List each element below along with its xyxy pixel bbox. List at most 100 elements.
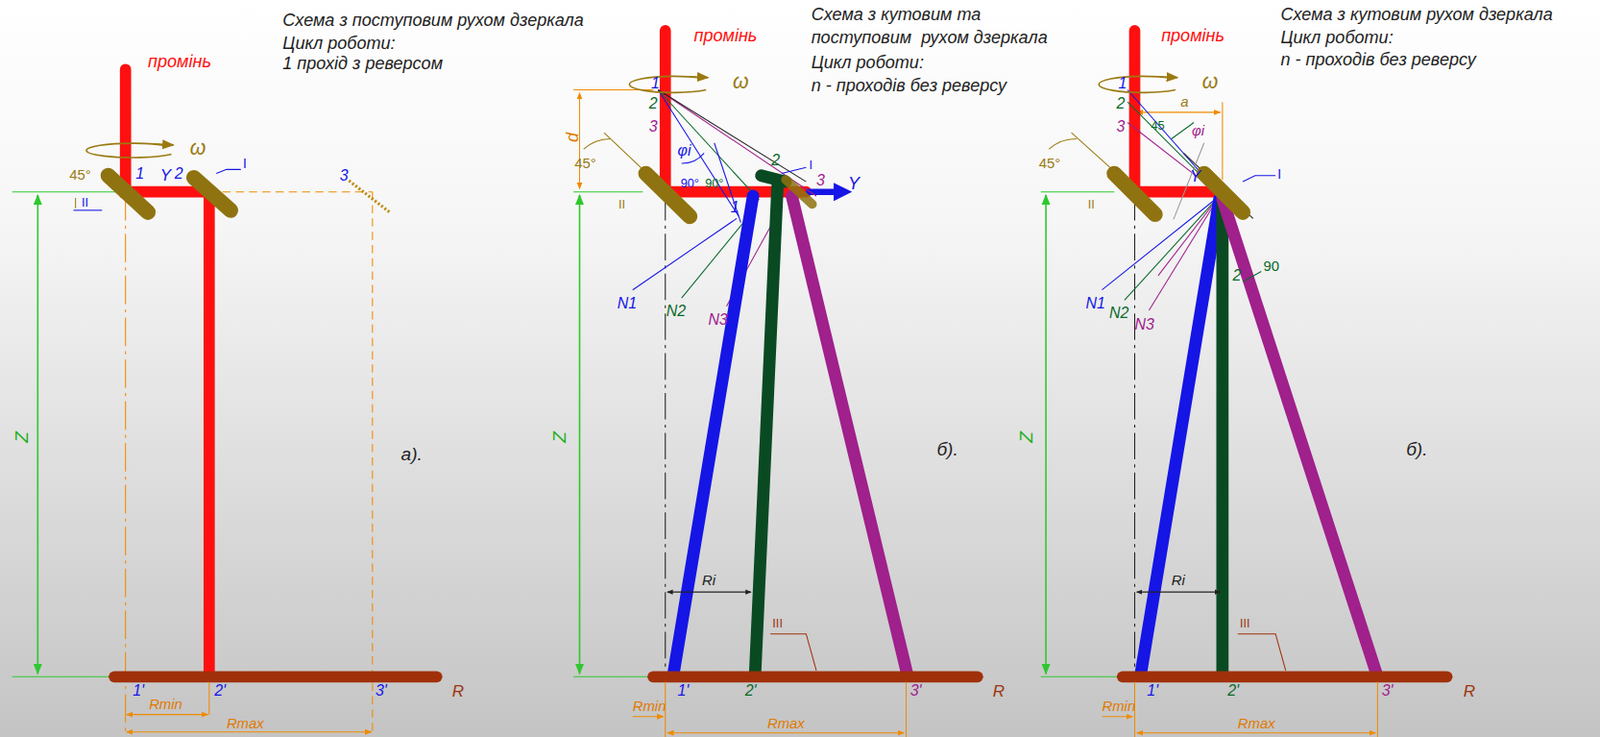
line-shape <box>37 194 40 674</box>
line-shape <box>1137 591 1221 593</box>
line-shape <box>1044 194 1047 674</box>
position-number: 2 <box>649 96 658 112</box>
line-shape <box>604 132 643 170</box>
line-shape <box>124 192 126 735</box>
line-shape <box>1071 132 1114 170</box>
angle-label: 45 <box>1151 119 1165 132</box>
line-shape <box>208 681 210 715</box>
line-shape <box>126 713 209 715</box>
dimension-label: Ri <box>702 572 716 587</box>
normal-label: N2 <box>666 303 686 319</box>
heading-text: n - проходів без реверсу <box>1280 50 1476 69</box>
line-shape <box>1041 191 1116 193</box>
line-shape <box>1134 193 1136 677</box>
normal-label: N1 <box>1086 295 1106 312</box>
line-shape <box>664 193 666 677</box>
line-shape <box>1221 101 1223 180</box>
polyline-shape <box>216 169 242 173</box>
axis-label: R <box>1463 682 1476 700</box>
line-shape <box>653 670 978 682</box>
heading-text: Схема з кутовим рухом дзеркала <box>1280 5 1552 24</box>
normal-label: N1 <box>617 295 637 312</box>
axis-label: Y <box>848 174 860 193</box>
polyline-shape <box>770 633 817 671</box>
position-number: 3 <box>1115 119 1125 135</box>
path-shape <box>1159 76 1178 78</box>
position-number: 1' <box>132 682 145 699</box>
angle-label: φi <box>678 143 692 159</box>
position-number: 3 <box>339 168 349 184</box>
path-shape <box>629 75 706 93</box>
position-number: 2' <box>745 682 757 699</box>
axis-label: Y <box>1189 167 1201 184</box>
polyline-shape <box>1242 175 1276 182</box>
line-shape <box>114 670 437 682</box>
line-shape <box>1216 198 1230 674</box>
dimension-label: Ri <box>1171 572 1186 587</box>
position-number: 2 <box>1115 96 1125 112</box>
dimension-label: Rmax <box>767 716 805 731</box>
angle-label: 45° <box>574 156 596 171</box>
position-number: 3 <box>816 172 825 189</box>
heading-text: n - проходів без реверсу <box>811 76 1007 95</box>
path-shape <box>1098 75 1176 93</box>
panel-label: б). <box>1406 439 1428 459</box>
angle-label: φi <box>1191 123 1205 139</box>
heading-text: поступовим рухом дзеркала <box>811 28 1048 47</box>
normal-label: N3 <box>1135 316 1155 333</box>
line-shape <box>74 197 76 209</box>
line-shape <box>1137 111 1221 113</box>
path-shape <box>86 143 172 158</box>
part-label: III <box>772 617 783 631</box>
axis-label: R <box>993 682 1005 700</box>
line-shape <box>1242 271 1261 283</box>
normal-label: N2 <box>1109 305 1129 321</box>
line-shape <box>1204 173 1243 213</box>
position-number: 2 <box>771 152 780 169</box>
line-shape <box>657 89 739 217</box>
part-label: II <box>1088 197 1095 211</box>
position-number: 2 <box>174 166 184 182</box>
panel-label: а). <box>401 444 423 463</box>
line-shape <box>1377 681 1379 737</box>
position-number: 1 <box>730 199 740 216</box>
beam-label: промінь <box>1161 26 1225 45</box>
line-shape <box>905 681 907 737</box>
heading-text: Цикл роботи: <box>1280 28 1393 47</box>
line-shape <box>632 715 664 717</box>
panel-label: б). <box>936 439 958 459</box>
position-number: 1' <box>1146 682 1159 699</box>
line-shape <box>126 730 372 732</box>
line-shape <box>12 191 122 193</box>
line-shape <box>193 177 231 211</box>
line-shape <box>73 209 103 211</box>
position-number: 3' <box>1381 682 1394 699</box>
line-shape <box>673 195 753 674</box>
part-label: I <box>242 157 247 171</box>
line-shape <box>1102 715 1134 717</box>
line-shape <box>805 189 843 195</box>
heading-text: 1 прохід з реверсом <box>282 54 443 73</box>
line-shape <box>785 179 813 204</box>
position-number: 1 <box>135 166 145 182</box>
line-shape <box>1171 121 1194 139</box>
angle-label: 90° <box>680 177 700 191</box>
line-shape <box>573 676 654 678</box>
path-shape <box>1048 138 1077 149</box>
dimension-label: Z <box>12 431 31 443</box>
rotation-symbol: ω <box>190 139 207 160</box>
heading-text: Схема з поступовим рухом дзеркала <box>282 11 583 29</box>
position-number: 3' <box>910 682 922 699</box>
line-shape <box>1122 670 1448 682</box>
line-shape <box>1222 198 1377 674</box>
polyline-shape <box>125 69 210 674</box>
position-number: 3 <box>649 119 658 135</box>
dimension-label: Z <box>1017 431 1036 443</box>
axis-label: R <box>452 682 464 700</box>
line-shape <box>348 180 390 213</box>
angle-label: 45° <box>69 167 91 182</box>
dimension-label: Rmin <box>632 699 667 714</box>
dimension-label: Rmin <box>148 697 183 712</box>
